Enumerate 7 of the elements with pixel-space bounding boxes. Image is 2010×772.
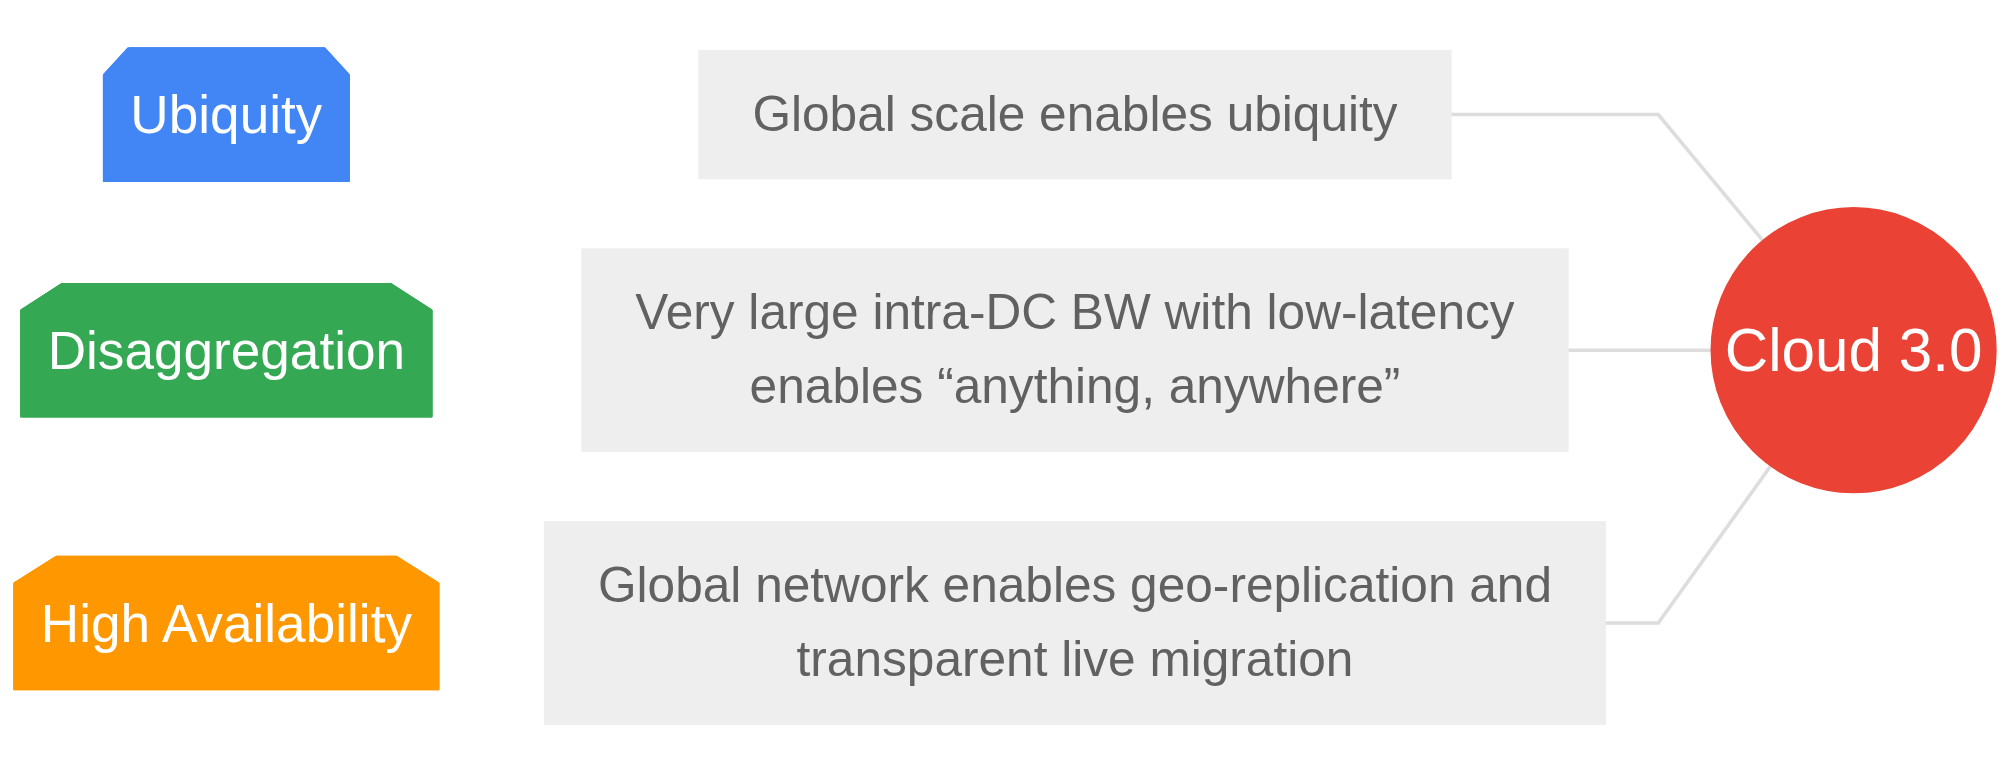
node-circle: Cloud 3.0 xyxy=(1710,207,1997,494)
connector xyxy=(1605,464,1773,625)
node-box: Global scale enables ubiquity xyxy=(698,49,1452,180)
node-box: Global network enables geo-replication and transparent live migration xyxy=(543,521,1607,725)
connector xyxy=(1450,112,1765,242)
connector xyxy=(1567,348,1712,352)
node-box: Very large intra-DC BW with low-latency enables “anything, anywhere” xyxy=(581,248,1569,452)
